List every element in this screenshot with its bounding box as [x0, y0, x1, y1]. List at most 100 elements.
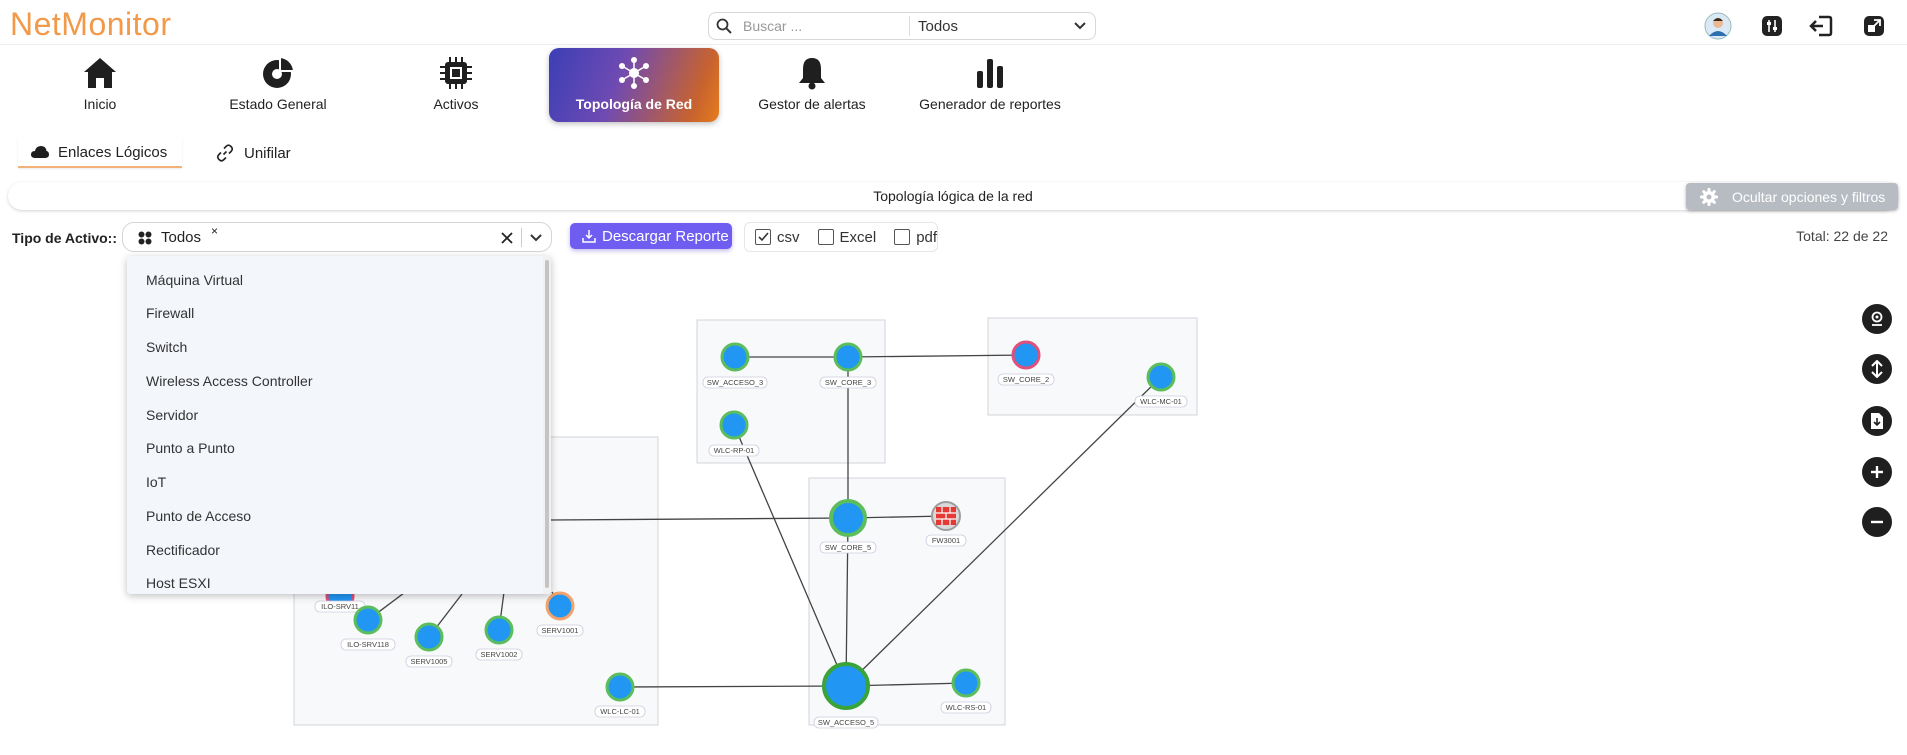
hide-options-button[interactable]: Ocultar opciones y filtros	[1686, 183, 1898, 210]
node-label: SW_CORE_5	[825, 543, 871, 552]
search-input[interactable]: Buscar ...	[743, 18, 803, 34]
node-sw-core-5[interactable]: SW_CORE_5	[819, 499, 877, 554]
nav-item-gestor-alertas[interactable]: Gestor de alertas	[727, 48, 897, 122]
chevron-down-icon[interactable]	[529, 233, 543, 243]
dropdown-option[interactable]: Rectificador	[146, 542, 220, 558]
logout-icon[interactable]	[1806, 11, 1836, 41]
chip-remove-button[interactable]: ×	[211, 224, 219, 238]
asset-type-dropdown: Máquina Virtual Firewall Switch Wireless…	[127, 256, 551, 594]
node-label: ILO-SRV118	[347, 640, 389, 649]
top-bar: NetMonitor Buscar ... Todos	[0, 0, 1907, 45]
dropdown-scrollbar-thumb[interactable]	[545, 260, 549, 588]
node-wlc-rs-01[interactable]: WLC-RS-01	[940, 668, 992, 714]
hide-options-label: Ocultar opciones y filtros	[1732, 188, 1886, 205]
node-label: WLC-LC-01	[600, 707, 640, 716]
node-sw-acceso-3[interactable]: SW_ACCESO_3	[702, 342, 768, 389]
bar-chart-icon	[977, 59, 1003, 88]
bell-icon	[799, 58, 825, 90]
excel-label: Excel	[839, 228, 877, 246]
format-pdf-option[interactable]: pdf	[894, 229, 937, 246]
group-box-core3	[696, 319, 886, 464]
selected-chip-label: Todos	[161, 229, 202, 246]
node-label: SW_CORE_3	[825, 378, 871, 387]
dropdown-option[interactable]: Punto a Punto	[146, 440, 235, 456]
network-icon	[619, 57, 649, 89]
node-sw-acceso-5[interactable]: SW_ACCESO_5	[813, 662, 879, 729]
tab-enlaces-logicos[interactable]: Enlaces Lógicos	[18, 138, 182, 168]
clear-icon[interactable]	[501, 232, 513, 244]
node-label: SW_ACCESO_3	[707, 378, 763, 387]
nav-item-inicio[interactable]: Inicio	[15, 48, 185, 122]
download-icon	[582, 230, 596, 243]
dropdown-option[interactable]: Switch	[146, 339, 188, 355]
dropdown-option[interactable]: Wireless Access Controller	[146, 373, 313, 389]
export-image-icon[interactable]	[1862, 406, 1892, 436]
nav-item-generador-reportes[interactable]: Generador de reportes	[905, 48, 1075, 122]
dropdown-option[interactable]: Servidor	[146, 407, 199, 423]
zoom-in-icon[interactable]	[1862, 457, 1892, 487]
node-sw-core-3[interactable]: SW_CORE_3	[819, 342, 877, 389]
home-icon	[84, 58, 116, 88]
node-fw3001[interactable]: FW3001	[925, 501, 967, 547]
excel-checkbox[interactable]	[817, 229, 834, 245]
link-line	[847, 354, 1027, 358]
node-label: SERV1005	[411, 657, 448, 666]
firewall-icon	[936, 507, 956, 525]
node-wlc-mc-01[interactable]: WLC-MC-01	[1134, 362, 1188, 408]
node-ilo-srv118[interactable]: ILO-SRV118	[340, 605, 396, 651]
user-avatar-icon[interactable]	[1703, 11, 1733, 41]
nav-item-topologia[interactable]: Topología de Red	[549, 48, 719, 122]
nav-item-label: Activos	[433, 96, 479, 112]
dropdown-option[interactable]: Host ESXI	[146, 575, 211, 591]
dropdown-option[interactable]: Punto de Acceso	[146, 508, 252, 524]
format-csv-option[interactable]: csv	[755, 229, 800, 246]
node-serv1005[interactable]: SERV1005	[405, 622, 453, 668]
total-count: Total: 22 de 22	[1796, 228, 1888, 244]
node-label: SW_CORE_2	[1003, 375, 1049, 384]
grid-icon	[138, 231, 152, 245]
settings-sliders-icon[interactable]	[1757, 11, 1787, 41]
app-logo[interactable]: NetMonitor	[10, 6, 172, 42]
node-label: SERV1002	[481, 650, 518, 659]
csv-label: csv	[777, 228, 800, 246]
fit-vertical-icon[interactable]	[1862, 354, 1892, 384]
chevron-down-icon[interactable]	[1065, 21, 1095, 31]
search-divider	[909, 16, 910, 36]
tab-unifilar[interactable]: Unifilar	[216, 138, 326, 168]
search-scope-select[interactable]: Todos	[918, 17, 959, 35]
csv-checkbox[interactable]	[755, 229, 771, 245]
node-sw-core-2[interactable]: SW_CORE_2	[997, 340, 1055, 386]
node-label: WLC-RP-01	[714, 446, 754, 455]
pdf-label: pdf	[916, 228, 938, 246]
node-wlc-lc-01[interactable]: WLC-LC-01	[594, 672, 646, 718]
node-serv1002[interactable]: SERV1002	[475, 615, 523, 661]
node-label: FW3001	[932, 536, 960, 545]
node-label: SERV1001	[542, 626, 579, 635]
cloud-icon	[31, 146, 49, 158]
chip-icon	[440, 57, 472, 89]
checkmark-icon	[757, 232, 769, 242]
dropdown-option[interactable]: IoT	[146, 474, 167, 490]
locate-node-icon[interactable]	[1862, 304, 1892, 334]
download-report-button[interactable]: Descargar Reporte	[570, 223, 732, 249]
nav-item-label: Topología de Red	[575, 96, 693, 112]
node-wlc-rp-01[interactable]: WLC-RP-01	[708, 410, 760, 457]
expand-window-icon[interactable]	[1859, 11, 1889, 41]
select-divider	[521, 228, 522, 247]
node-serv1001[interactable]: SERV1001	[536, 591, 584, 637]
asset-type-select[interactable]: Todos ×	[122, 222, 552, 252]
gear-icon	[1700, 187, 1718, 206]
node-label: ILO-SRV11	[321, 602, 359, 611]
node-label: WLC-RS-01	[946, 703, 986, 712]
search-icon[interactable]	[709, 13, 739, 39]
link-line	[549, 517, 849, 521]
format-options: csv Excel pdf	[744, 222, 938, 252]
nav-item-estado-general[interactable]: Estado General	[193, 48, 363, 122]
nav-item-activos[interactable]: Activos	[371, 48, 541, 122]
zoom-out-icon[interactable]	[1862, 507, 1892, 537]
dropdown-option[interactable]: Máquina Virtual	[146, 272, 244, 288]
dropdown-option[interactable]: Firewall	[146, 305, 195, 321]
dropdown-options-list: Máquina Virtual Firewall Switch Wireless…	[127, 256, 543, 594]
pdf-checkbox[interactable]	[894, 229, 911, 245]
format-excel-option[interactable]: Excel	[817, 228, 877, 246]
